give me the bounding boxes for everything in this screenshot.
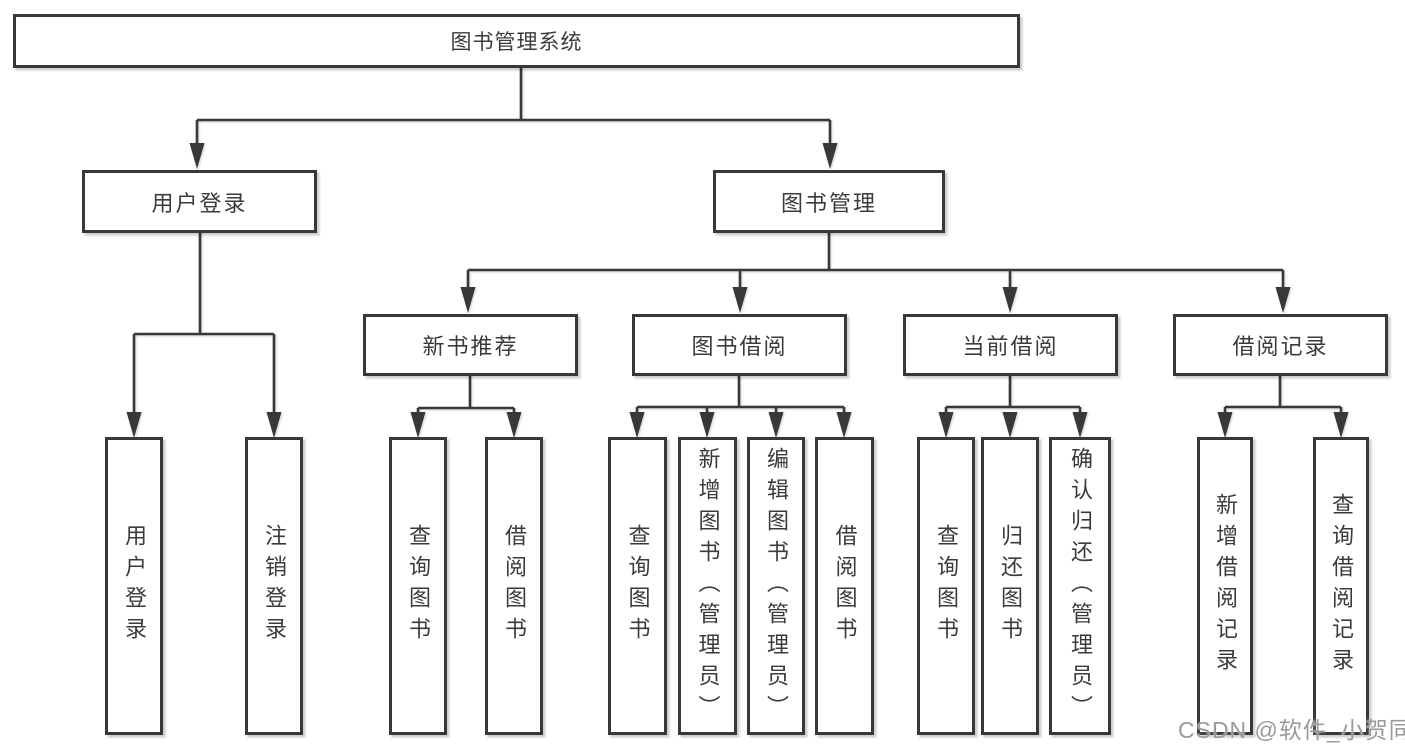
node-logout: 注销登录 <box>245 437 303 735</box>
node-current-borrowing: 当前借阅 <box>903 314 1118 376</box>
arrowheads <box>126 143 1349 438</box>
node-user-login: 用户登录 <box>105 437 163 735</box>
node-nb-query-books: 查询图书 <box>389 437 447 735</box>
node-cb-confirm-return-admin: 确认归还（管理员） <box>1049 437 1111 735</box>
node-library-system: 图书管理系统 <box>13 14 1020 68</box>
node-bb-edit-books-admin: 编辑图书（管理员） <box>747 437 805 735</box>
node-book-management: 图书管理 <box>713 170 945 233</box>
node-cb-query-books: 查询图书 <box>917 437 975 735</box>
node-book-borrowing: 图书借阅 <box>632 314 847 376</box>
node-new-book-recommend: 新书推荐 <box>363 314 578 376</box>
node-user-login-group: 用户登录 <box>82 170 317 233</box>
node-bb-add-books-admin: 新增图书（管理员） <box>678 437 737 735</box>
node-borrowing-records: 借阅记录 <box>1173 314 1388 376</box>
node-cb-return-books: 归还图书 <box>981 437 1039 735</box>
node-bb-query-books: 查询图书 <box>608 437 667 735</box>
node-br-query-record: 查询借阅记录 <box>1313 437 1369 735</box>
csdn-watermark: CSDN @软件_小贺同学 <box>1178 717 1405 743</box>
node-bb-borrow-books: 借阅图书 <box>815 437 874 735</box>
node-br-add-record: 新增借阅记录 <box>1197 437 1253 735</box>
node-nb-borrow-books: 借阅图书 <box>485 437 543 735</box>
